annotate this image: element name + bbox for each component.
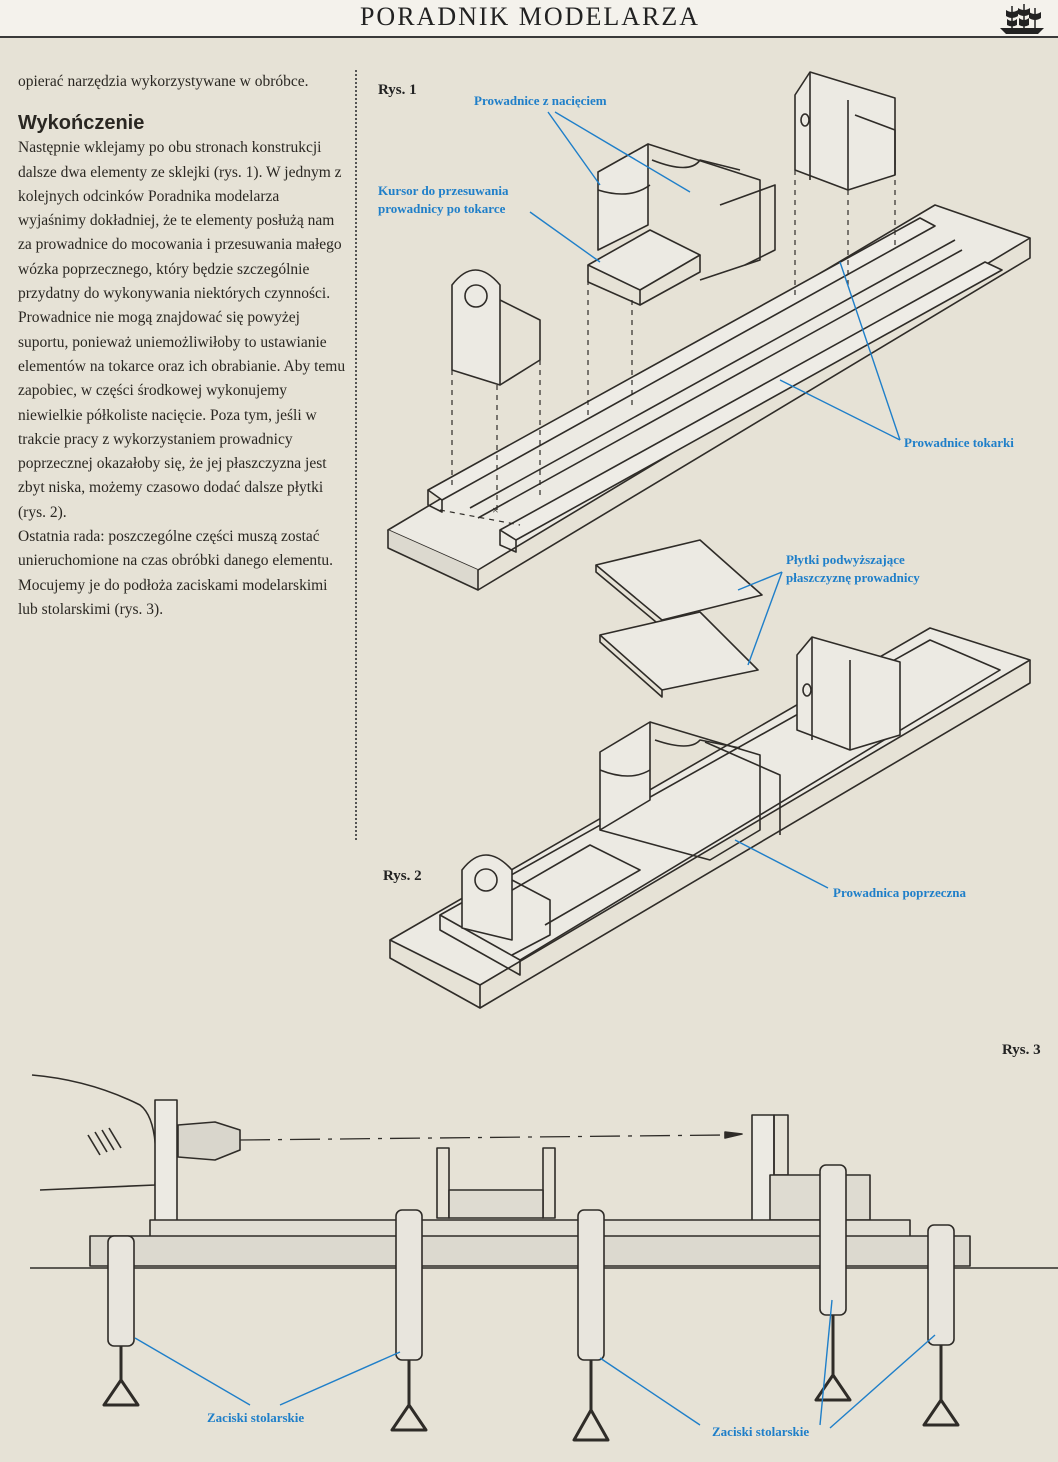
callout-cursor-line-1: Kursor do przesuwania bbox=[378, 183, 509, 198]
callout-plates-line-2: płaszczyznę prowadnicy bbox=[786, 570, 920, 585]
rys3-drawing bbox=[30, 1074, 1058, 1442]
callout-cross-guide: Prowadnica poprzeczna bbox=[833, 885, 966, 900]
page-title: PORADNIK MODELARZA bbox=[359, 2, 701, 31]
callout-lathe-guides: Prowadnice tokarki bbox=[904, 435, 1014, 450]
article-text: opierać narzędzia wykorzystywane w obrób… bbox=[18, 70, 348, 622]
callout-notched-guides: Prowadnice z nacięciem bbox=[474, 93, 607, 108]
section-heading: Wykończenie bbox=[18, 112, 145, 135]
rys2-label: Rys. 2 bbox=[383, 868, 422, 884]
callout-clamps-right: Zaciski stolarskie bbox=[712, 1424, 810, 1439]
callout-clamps-left: Zaciski stolarskie bbox=[207, 1410, 305, 1425]
ship-icon bbox=[1000, 4, 1044, 34]
svg-text:×: × bbox=[492, 503, 499, 517]
rys1-label: Rys. 1 bbox=[378, 82, 417, 98]
callout-cursor-line-2: prowadnicy po tokarce bbox=[378, 201, 506, 216]
rys1-leaders bbox=[529, 111, 901, 666]
rys1-drawing: × bbox=[387, 71, 1031, 698]
article-paragraph-1: Następnie wklejamy po obu stronach konst… bbox=[18, 139, 342, 303]
article-paragraph-2: Prowadnice nie mogą znajdować się powyże… bbox=[18, 309, 346, 521]
rys2-leaders bbox=[734, 839, 829, 889]
column-divider bbox=[355, 70, 357, 840]
rys2-drawing bbox=[389, 627, 1031, 1009]
article-intro: opierać narzędzia wykorzystywane w obrób… bbox=[18, 73, 309, 90]
callout-plates-line-1: Płytki podwyższające bbox=[786, 552, 905, 567]
callout-cursor: Kursor do przesuwania prowadnicy po toka… bbox=[378, 182, 509, 218]
callout-plates: Płytki podwyższające płaszczyznę prowadn… bbox=[786, 551, 920, 587]
rys3-leaders bbox=[134, 1299, 936, 1429]
rys3-label: Rys. 3 bbox=[1002, 1042, 1041, 1058]
page-header: PORADNIK MODELARZA bbox=[0, 0, 1058, 38]
article-paragraph-3: Ostatnia rada: poszczególne części muszą… bbox=[18, 528, 334, 618]
